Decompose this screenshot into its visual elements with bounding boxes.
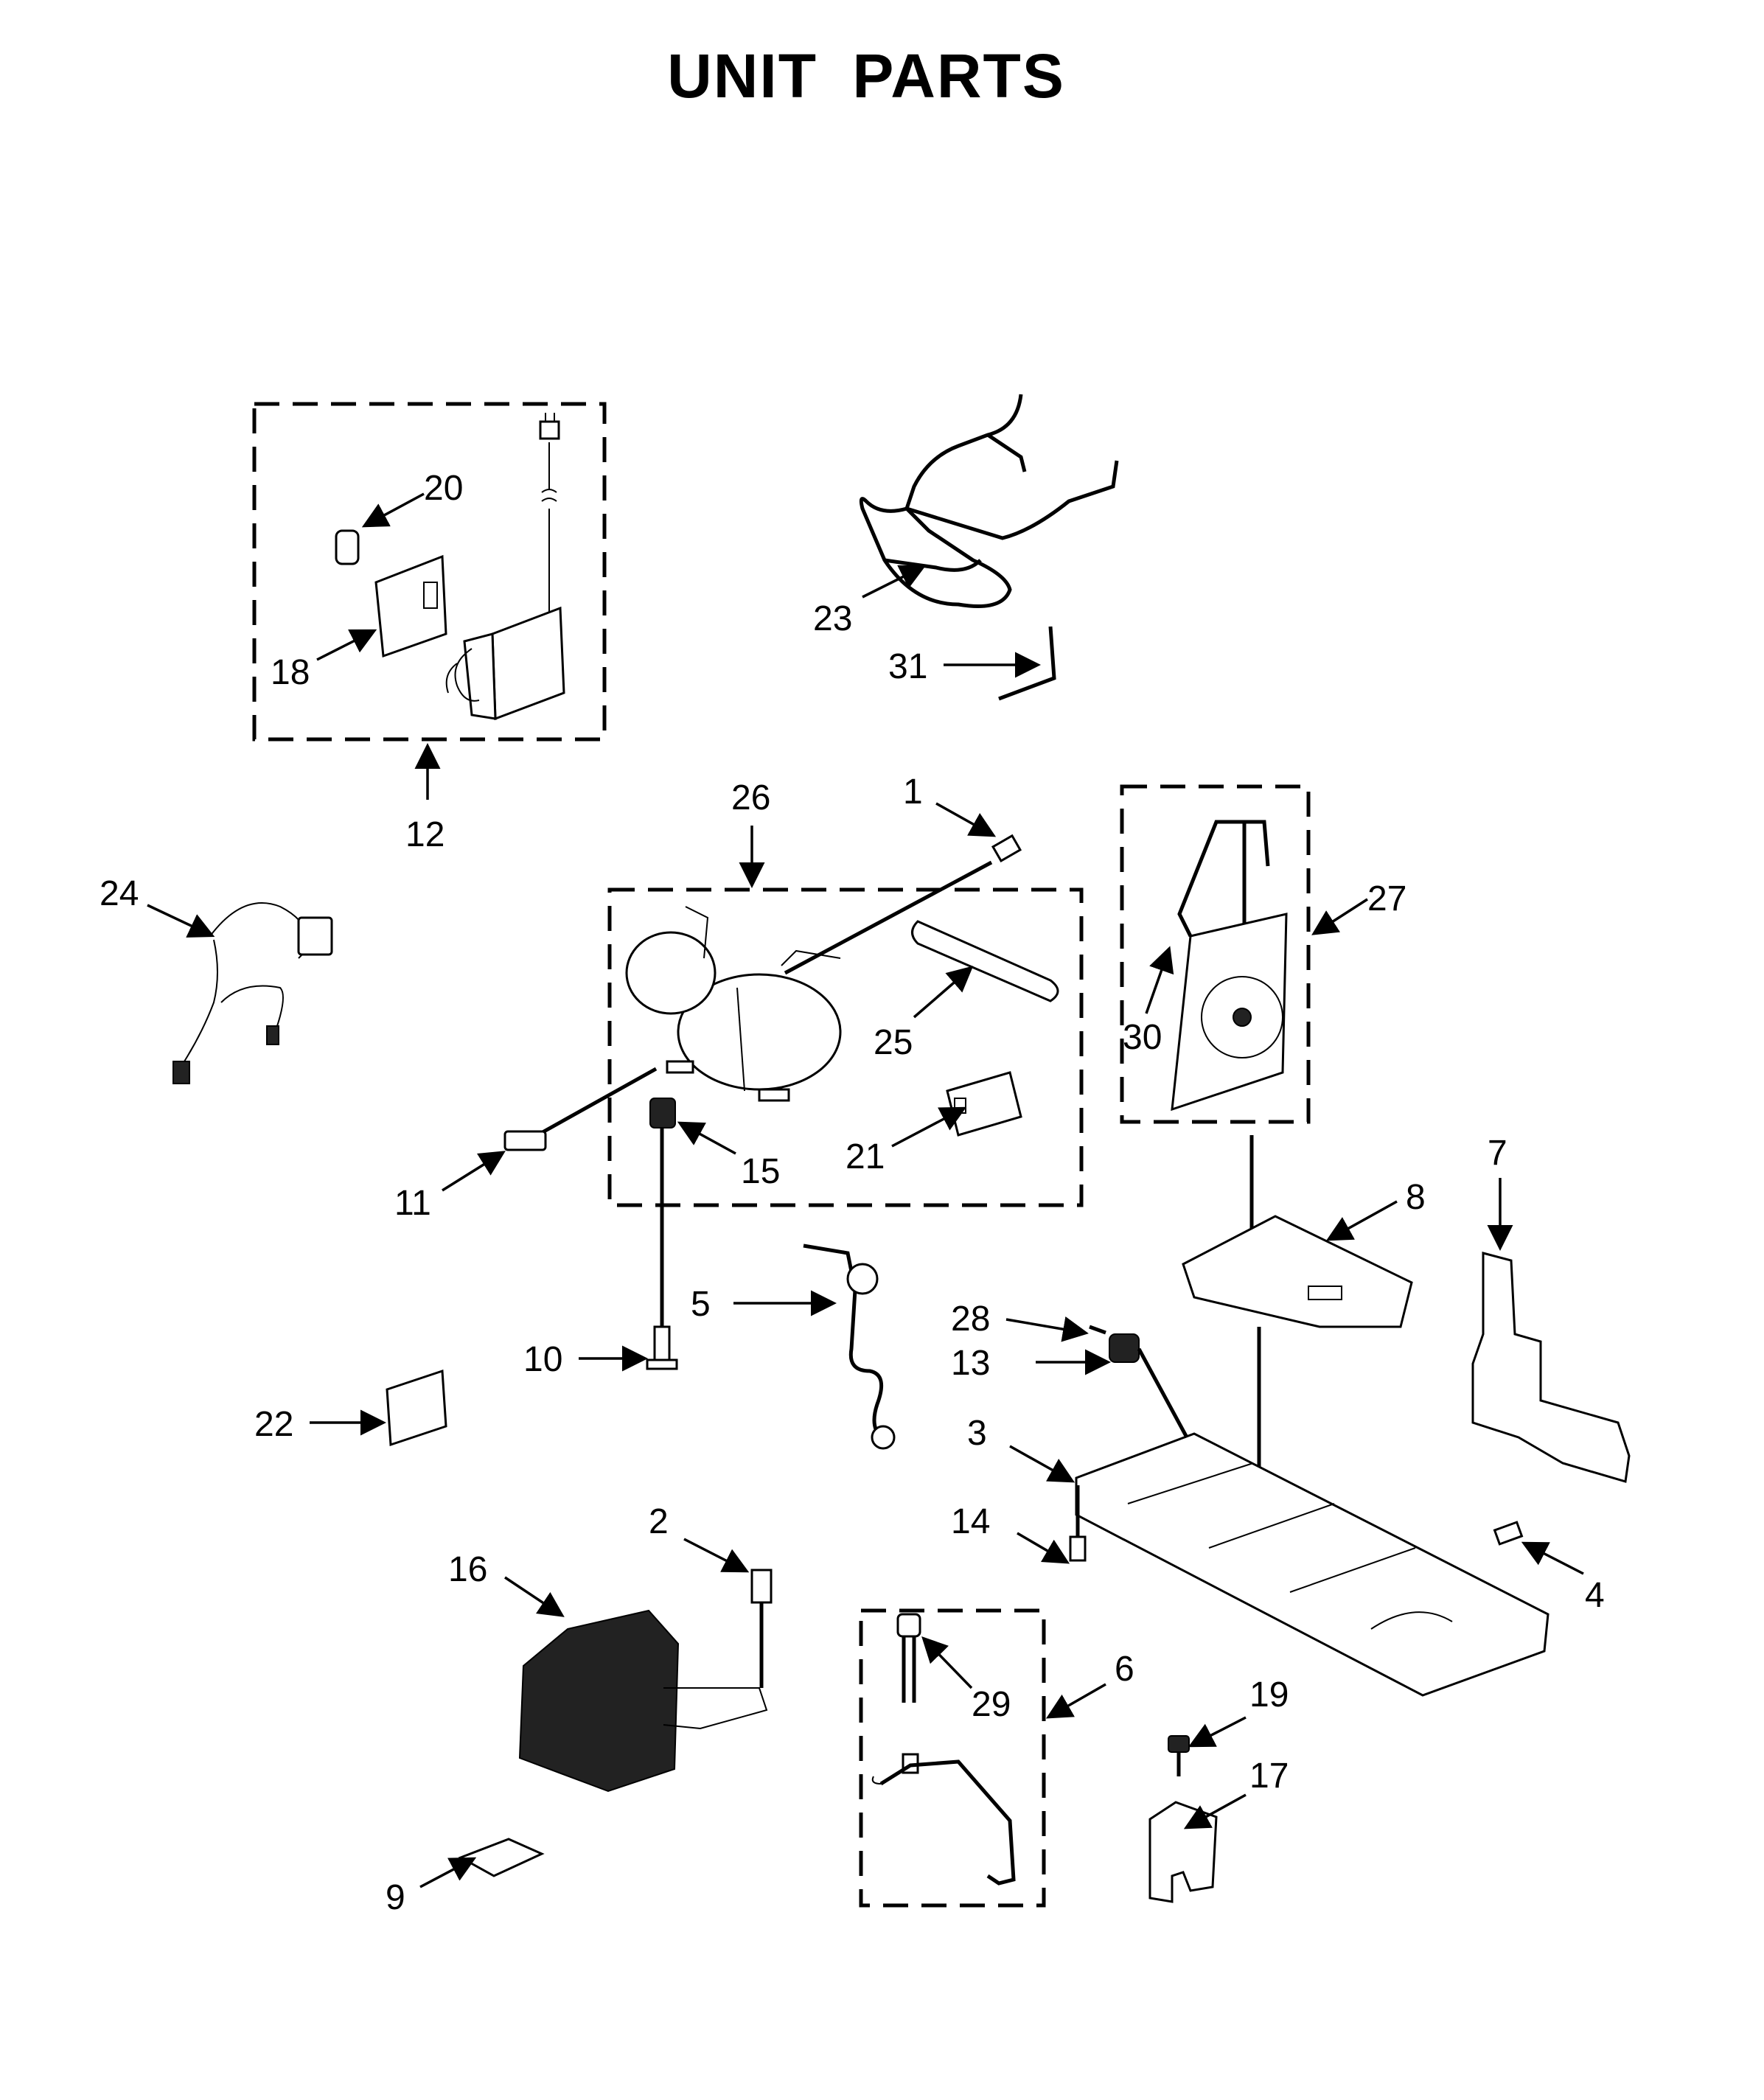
part-10-stud <box>646 1325 678 1370</box>
leader-21 <box>891 1106 967 1148</box>
part-31-elbow-tube <box>998 626 1056 701</box>
callout-7: 7 <box>1488 1134 1507 1173</box>
part-9-pad <box>458 1838 545 1877</box>
callout-4: 4 <box>1585 1576 1605 1615</box>
callout-1: 1 <box>903 772 923 812</box>
callout-5: 5 <box>691 1285 711 1324</box>
callout-21: 21 <box>846 1137 885 1176</box>
leader-9 <box>419 1857 477 1888</box>
part-5-drain-tube <box>803 1243 896 1450</box>
leader-27 <box>1311 898 1368 935</box>
group-box-6 <box>859 1608 1046 1908</box>
leader-3 <box>1009 1445 1076 1483</box>
part-11-clip <box>503 1130 547 1151</box>
leader-25 <box>913 966 974 1019</box>
leader-30 <box>1145 946 1174 1014</box>
callout-9: 9 <box>386 1878 405 1917</box>
callout-23: 23 <box>813 599 852 638</box>
part-6-defrost-heater <box>871 1753 1016 1886</box>
part-8-bracket <box>1182 1215 1413 1328</box>
callout-30: 30 <box>1123 1018 1162 1057</box>
callout-12: 12 <box>405 815 445 854</box>
part-30-tube <box>1177 820 1270 938</box>
callout-8: 8 <box>1406 1178 1426 1217</box>
callout-16: 16 <box>448 1550 487 1589</box>
leader-4 <box>1521 1541 1584 1575</box>
callout-29: 29 <box>972 1685 1011 1724</box>
part-28-pin <box>1089 1325 1106 1335</box>
part-27-fan-assembly <box>1171 913 1288 1112</box>
part-19-screw <box>1168 1735 1190 1776</box>
group-box-27 <box>1120 784 1311 1124</box>
part-1-bolt-axis <box>784 860 993 975</box>
leader-24 <box>147 904 215 938</box>
leader-20 <box>361 492 425 528</box>
callout-3: 3 <box>967 1414 987 1453</box>
part-7-insulation <box>1471 1252 1631 1483</box>
callout-15: 15 <box>741 1152 780 1191</box>
part-4-screw <box>1493 1521 1524 1546</box>
part-13-rod <box>1137 1347 1189 1439</box>
callout-10: 10 <box>523 1340 562 1379</box>
part-14-screw <box>1069 1535 1087 1562</box>
part-21-relay <box>946 1071 1022 1137</box>
part-16-condenser <box>518 1609 768 1793</box>
part-3-base-pan <box>1075 1432 1549 1697</box>
callout-31: 31 <box>888 647 927 686</box>
callout-18: 18 <box>271 653 310 692</box>
part-12-control-assembly <box>335 413 565 721</box>
leader-8 <box>1325 1200 1398 1241</box>
part-22-pad <box>386 1369 447 1447</box>
part-2-screw <box>750 1569 773 1604</box>
part-15-grommet <box>649 1098 676 1129</box>
page-title: UNIT PARTS <box>667 41 1065 111</box>
leader-11 <box>442 1151 506 1192</box>
leader-15 <box>677 1121 736 1155</box>
part-1-bolt <box>991 834 1022 862</box>
callout-6: 6 <box>1115 1650 1134 1689</box>
group-box-12 <box>252 402 607 742</box>
leader-1 <box>935 802 997 837</box>
leader-14 <box>1017 1532 1070 1564</box>
leader-16 <box>504 1576 565 1617</box>
callout-22: 22 <box>254 1405 293 1444</box>
callout-26: 26 <box>731 778 770 817</box>
callout-25: 25 <box>874 1023 913 1062</box>
callout-14: 14 <box>951 1502 990 1541</box>
callout-24: 24 <box>100 874 139 913</box>
leader-29 <box>921 1636 973 1689</box>
callout-2: 2 <box>649 1502 669 1541</box>
part-11-rod <box>529 1067 658 1141</box>
part-23-tubing <box>859 394 1119 608</box>
part-25-drier <box>911 920 1059 1002</box>
group-box-26 <box>607 887 1084 1207</box>
callout-19: 19 <box>1249 1675 1289 1714</box>
callout-28: 28 <box>951 1300 990 1339</box>
leader-2 <box>683 1538 750 1573</box>
leader-28 <box>1005 1316 1089 1342</box>
leader-6 <box>1045 1683 1106 1719</box>
callout-13: 13 <box>951 1344 990 1383</box>
callout-20: 20 <box>424 469 463 508</box>
part-24-wire-harness <box>172 902 333 1084</box>
callout-11: 11 <box>394 1184 431 1223</box>
leader-18 <box>316 629 377 661</box>
callout-27: 27 <box>1367 879 1406 918</box>
part-29-sensor <box>896 1613 921 1703</box>
leader-17 <box>1183 1793 1247 1829</box>
callout-17: 17 <box>1249 1757 1289 1796</box>
leader-19 <box>1188 1716 1247 1748</box>
leader-23 <box>862 565 927 599</box>
part-13-grommet <box>1109 1333 1140 1363</box>
part-26-compressor <box>625 906 842 1102</box>
